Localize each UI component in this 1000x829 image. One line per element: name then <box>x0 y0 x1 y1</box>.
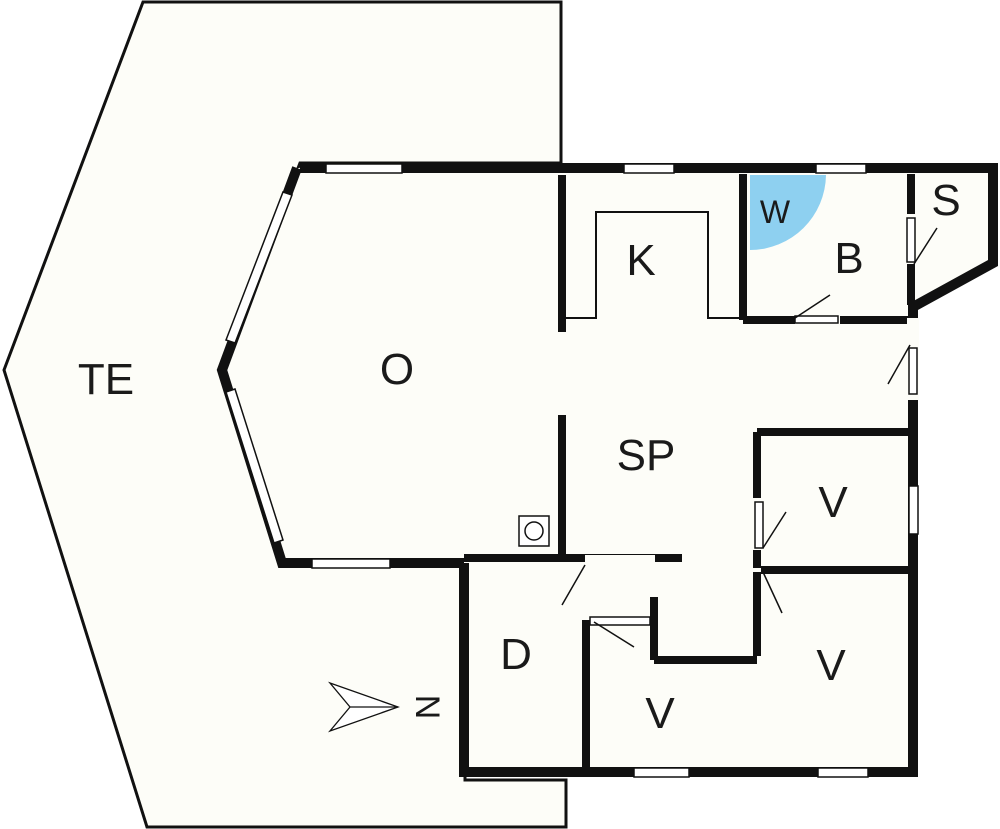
door-bath <box>794 294 831 319</box>
kitchen-counter <box>566 211 744 319</box>
door-hall <box>561 564 586 606</box>
window-living-west-lower <box>225 388 284 544</box>
window-bedroom-se <box>817 767 869 778</box>
door-bedroom-upper-frame <box>754 501 764 549</box>
room-label-washer: W <box>760 194 791 230</box>
window-kitchen-north <box>623 163 675 174</box>
room-label-kitchen: K <box>626 236 655 285</box>
window-bath-north <box>815 163 867 174</box>
room-label-hall: D <box>500 630 532 679</box>
door-bedroom-lower <box>762 571 783 614</box>
stove-icon <box>518 515 550 547</box>
room-label-living: O <box>380 345 414 394</box>
room-label-dining: SP <box>617 431 676 480</box>
windows <box>225 163 919 778</box>
door-entrance <box>887 344 911 385</box>
door-entrance-frame <box>908 347 918 395</box>
door-storage <box>913 227 938 265</box>
door-bedroom-upper <box>762 511 787 549</box>
compass-label: N <box>408 695 446 720</box>
door-storage-frame <box>906 217 916 263</box>
room-label-terrace: TE <box>78 355 134 404</box>
door-leaves <box>561 217 938 648</box>
window-bedroom-south <box>633 767 690 778</box>
room-label-bedroom-upper: V <box>818 478 848 527</box>
room-label-bathroom: B <box>834 234 863 283</box>
room-label-bedroom-south: V <box>645 689 675 738</box>
window-living-north <box>325 163 403 174</box>
washer-area <box>750 175 826 250</box>
window-living-south <box>311 558 391 569</box>
door-bath-frame <box>794 315 839 324</box>
window-living-west-upper <box>225 191 293 344</box>
room-label-storage: S <box>931 176 960 225</box>
door-bedroom-south <box>593 621 635 648</box>
north-arrow-icon <box>327 681 400 733</box>
door-bedroom-south-frame <box>589 616 651 626</box>
window-bedroom-east <box>908 485 919 535</box>
room-label-bedroom-lower: V <box>816 641 846 690</box>
